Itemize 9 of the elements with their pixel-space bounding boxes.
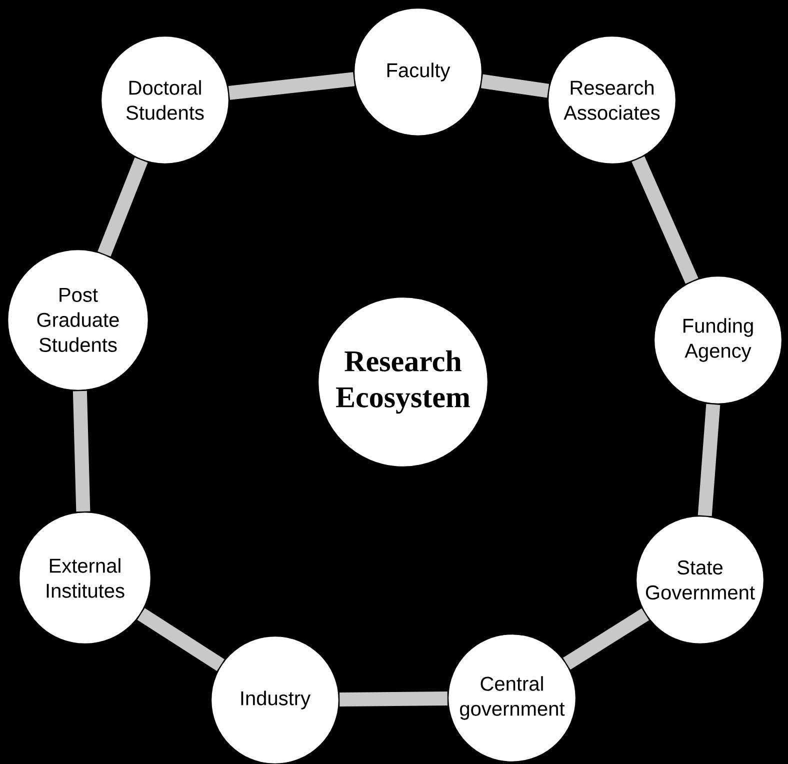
ring-connector bbox=[137, 608, 224, 671]
ring-connector bbox=[98, 158, 148, 257]
ring-connector bbox=[563, 608, 650, 670]
ring-connector bbox=[480, 74, 550, 98]
ring-connector bbox=[72, 390, 90, 512]
ring-connector bbox=[340, 692, 448, 706]
ring-connector bbox=[632, 156, 698, 284]
ring-connector bbox=[228, 72, 355, 100]
ring-connector bbox=[698, 404, 720, 516]
